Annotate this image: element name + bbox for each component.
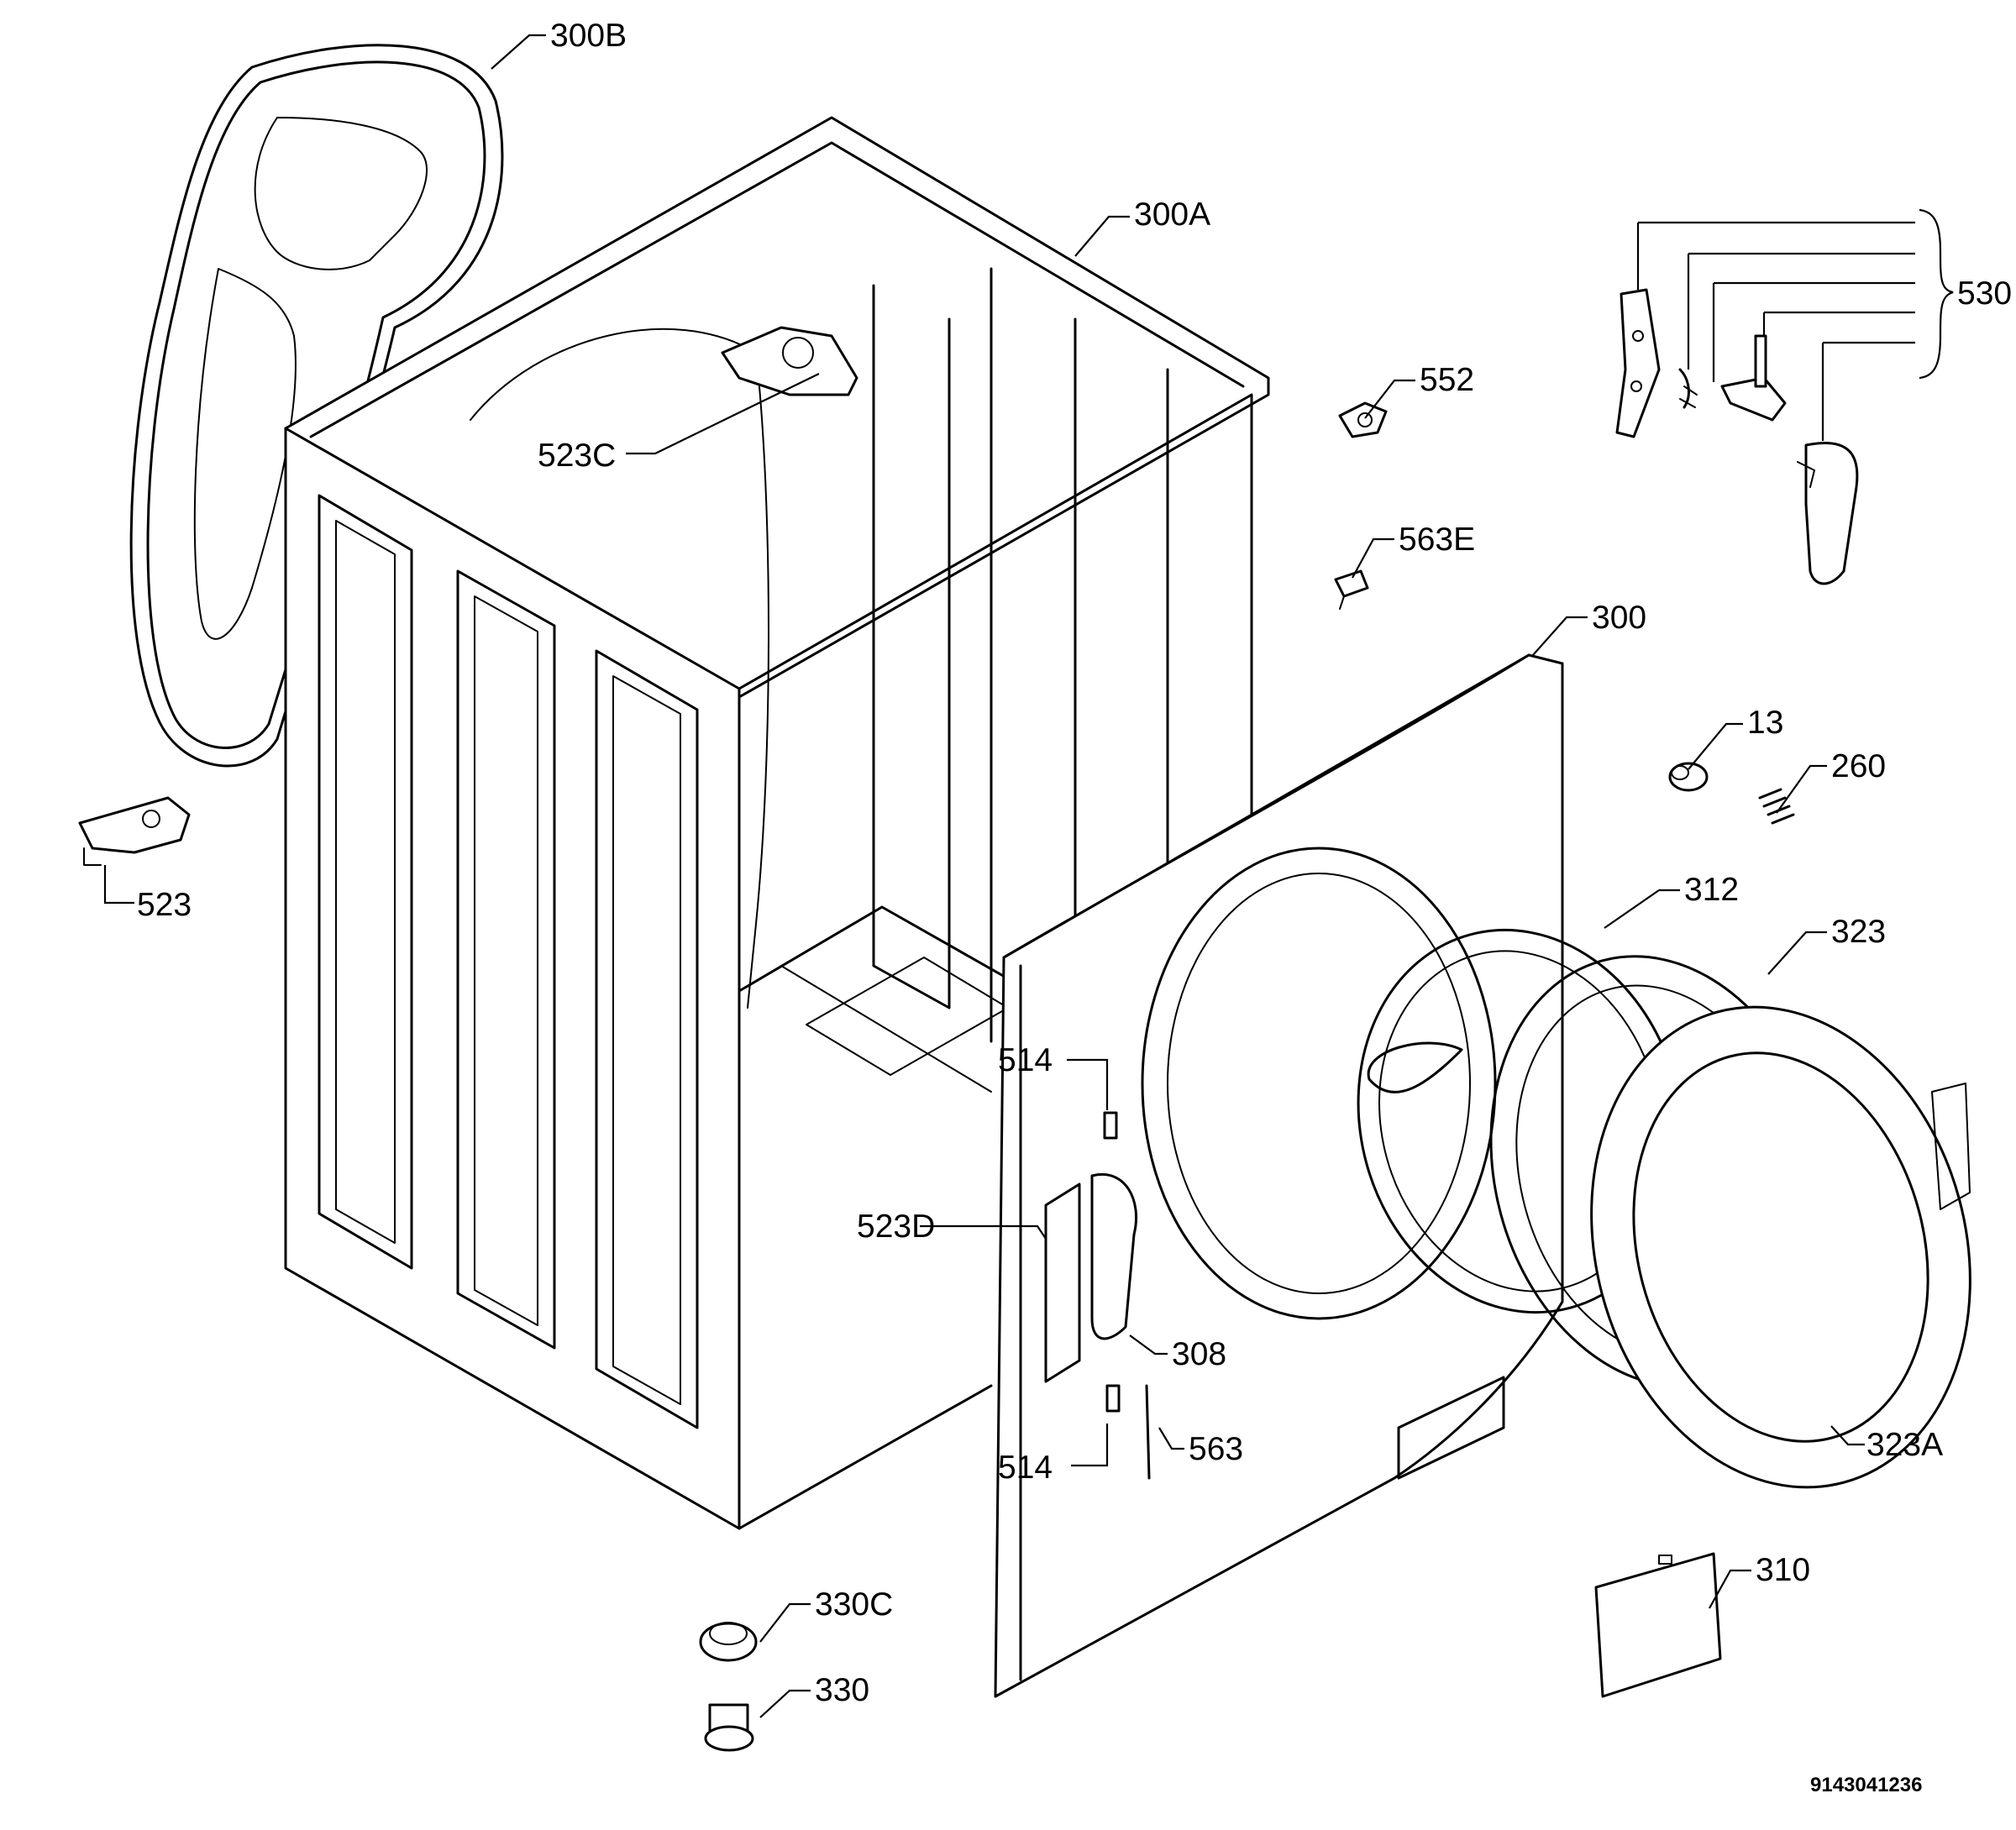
part-514-pin-top	[1103, 1111, 1118, 1140]
part-552-clip	[1338, 401, 1388, 438]
label-300B: 300B	[550, 18, 627, 54]
label-300: 300	[1592, 600, 1646, 636]
label-514-bottom: 514	[998, 1450, 1053, 1486]
part-530-leader-lines	[1636, 208, 1954, 441]
label-310: 310	[1756, 1552, 1810, 1588]
label-523: 523	[137, 887, 192, 923]
part-330C-foot-nut	[699, 1622, 758, 1662]
part-530-handle-kit	[1615, 288, 1859, 585]
part-300A-cabinet	[284, 116, 1270, 1530]
label-308: 308	[1172, 1336, 1226, 1372]
label-563E: 563E	[1399, 522, 1475, 558]
label-514-top: 514	[998, 1042, 1053, 1078]
part-563E-clip	[1334, 569, 1369, 610]
label-323: 323	[1831, 914, 1886, 950]
part-514-pin-bottom	[1105, 1384, 1121, 1413]
label-300A: 300A	[1134, 197, 1210, 233]
label-523D: 523D	[857, 1209, 935, 1245]
label-330C: 330C	[815, 1586, 893, 1623]
label-523C: 523C	[538, 438, 616, 474]
label-563: 563	[1189, 1431, 1243, 1467]
part-308-hinge	[1090, 1173, 1138, 1340]
label-312: 312	[1684, 872, 1739, 908]
leader-lines	[103, 34, 1865, 1718]
label-260: 260	[1831, 748, 1886, 784]
part-310-filter-flap	[1594, 1552, 1722, 1698]
part-13-bush	[1668, 762, 1709, 792]
callout-labels: 300B 300A 530 552 523C 563E 300 13 260 5…	[137, 18, 2012, 1796]
part-300-front-panel	[994, 653, 1564, 1698]
part-323A-outer-ring	[1590, 1005, 1971, 1489]
label-552: 552	[1420, 362, 1474, 398]
document-number: 9143041236	[1810, 1774, 1922, 1796]
part-563-rod	[1145, 1384, 1151, 1480]
part-523-bracket	[78, 796, 191, 866]
part-260-spring	[1758, 788, 1795, 825]
part-300B-rear-seal	[129, 44, 504, 768]
label-13: 13	[1747, 705, 1783, 741]
label-323A: 323A	[1866, 1427, 1943, 1463]
part-523D-hinge-plate	[1044, 1182, 1081, 1383]
part-330-foot	[704, 1703, 754, 1752]
label-330: 330	[815, 1672, 869, 1708]
label-530: 530	[1957, 275, 2012, 312]
